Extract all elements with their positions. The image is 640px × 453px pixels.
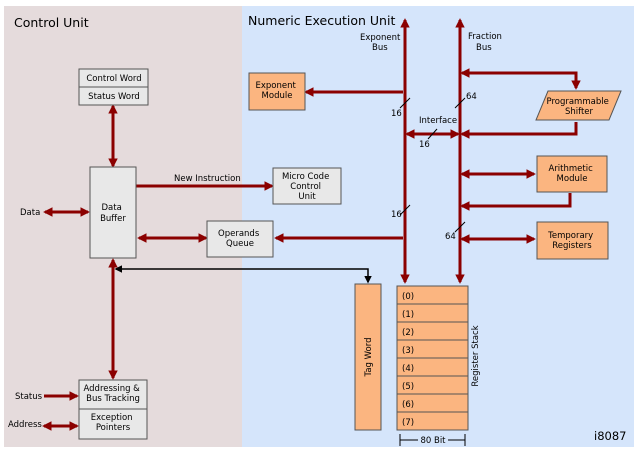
- register-row-label: (0): [402, 292, 414, 302]
- data-label: Data: [20, 208, 40, 218]
- frac-width-tick-1: [454, 97, 466, 109]
- operands-queue-box: [206, 220, 274, 258]
- status-word-label: Status Word: [88, 92, 140, 102]
- exponent-bus-label: Exponent: [360, 33, 401, 43]
- status-label: Status: [15, 392, 43, 402]
- shifter-out-link: [460, 122, 578, 139]
- fraction-bus-label: Fraction: [468, 32, 502, 42]
- exp-width-tick-1: [399, 97, 411, 109]
- exception-pointers-label: Exception Pointers: [91, 413, 136, 433]
- addressing-label: Addressing & Bus Tracking: [83, 384, 142, 404]
- control-word-label: Control Word: [86, 74, 141, 84]
- interface-width-tick: [427, 128, 438, 140]
- register-stack-label: Register Stack: [471, 325, 481, 386]
- temporary-registers-box: [536, 221, 609, 260]
- register-rows: (0) (1) (2) (3) (4) (5) (6) (7): [397, 292, 468, 428]
- data-buffer-label: Data Buffer: [100, 203, 126, 224]
- data-buffer-box: [89, 166, 137, 259]
- temporary-registers-label: Temporary Registers: [547, 231, 596, 251]
- exponent-module-box: [248, 72, 306, 111]
- programmable-shifter-label: Programmable Shifter: [546, 97, 611, 117]
- exp-width-label-1: 16: [391, 109, 402, 119]
- frac-width-label-2: 64: [445, 232, 456, 242]
- stack-width-label-bg: [418, 434, 448, 445]
- arithmetic-module-label: Arithmetic Module: [549, 164, 596, 184]
- frac-width-label-1: 64: [466, 92, 477, 102]
- interface-label: Interface: [419, 116, 457, 126]
- frac-width-tick-2: [454, 221, 466, 233]
- micro-code-label: Micro Code Control Unit: [282, 172, 332, 202]
- stack-width-label: 80 Bit: [420, 436, 446, 446]
- chip-label: i8087: [594, 429, 626, 443]
- register-row-label: (7): [402, 418, 414, 428]
- exponent-module-label: Exponent Module: [255, 81, 298, 101]
- programmable-shifter-box: [535, 90, 622, 121]
- register-row-label: (2): [402, 328, 414, 338]
- micro-code-control-unit-box: [272, 167, 342, 205]
- numeric-unit-title: Numeric Execution Unit: [248, 13, 395, 28]
- interface-width-label: 16: [419, 140, 430, 150]
- register-row-label: (6): [402, 400, 414, 410]
- exp-width-label-2: 16: [391, 210, 402, 220]
- fraction-bus-label-line2: Bus: [476, 43, 492, 53]
- exponent-bus-label-line2: Bus: [372, 43, 388, 53]
- tag-word-box: [354, 283, 382, 431]
- register-row-label: (1): [402, 310, 414, 320]
- register-row-label: (5): [402, 382, 414, 392]
- register-row-label: (4): [402, 364, 414, 374]
- operands-queue-label: Operands Queue: [218, 229, 262, 249]
- register-row-label: (3): [402, 346, 414, 356]
- exp-width-tick-2: [399, 204, 411, 216]
- tag-word-label: Tag Word: [364, 338, 374, 378]
- tag-word-link: [114, 265, 372, 284]
- control-unit-title: Control Unit: [14, 15, 89, 30]
- shifter-in-link: [460, 68, 581, 90]
- arithmetic-out-link: [460, 193, 572, 211]
- address-label: Address: [8, 420, 42, 430]
- new-instruction-label: New Instruction: [174, 174, 241, 184]
- arithmetic-module-box: [536, 155, 608, 193]
